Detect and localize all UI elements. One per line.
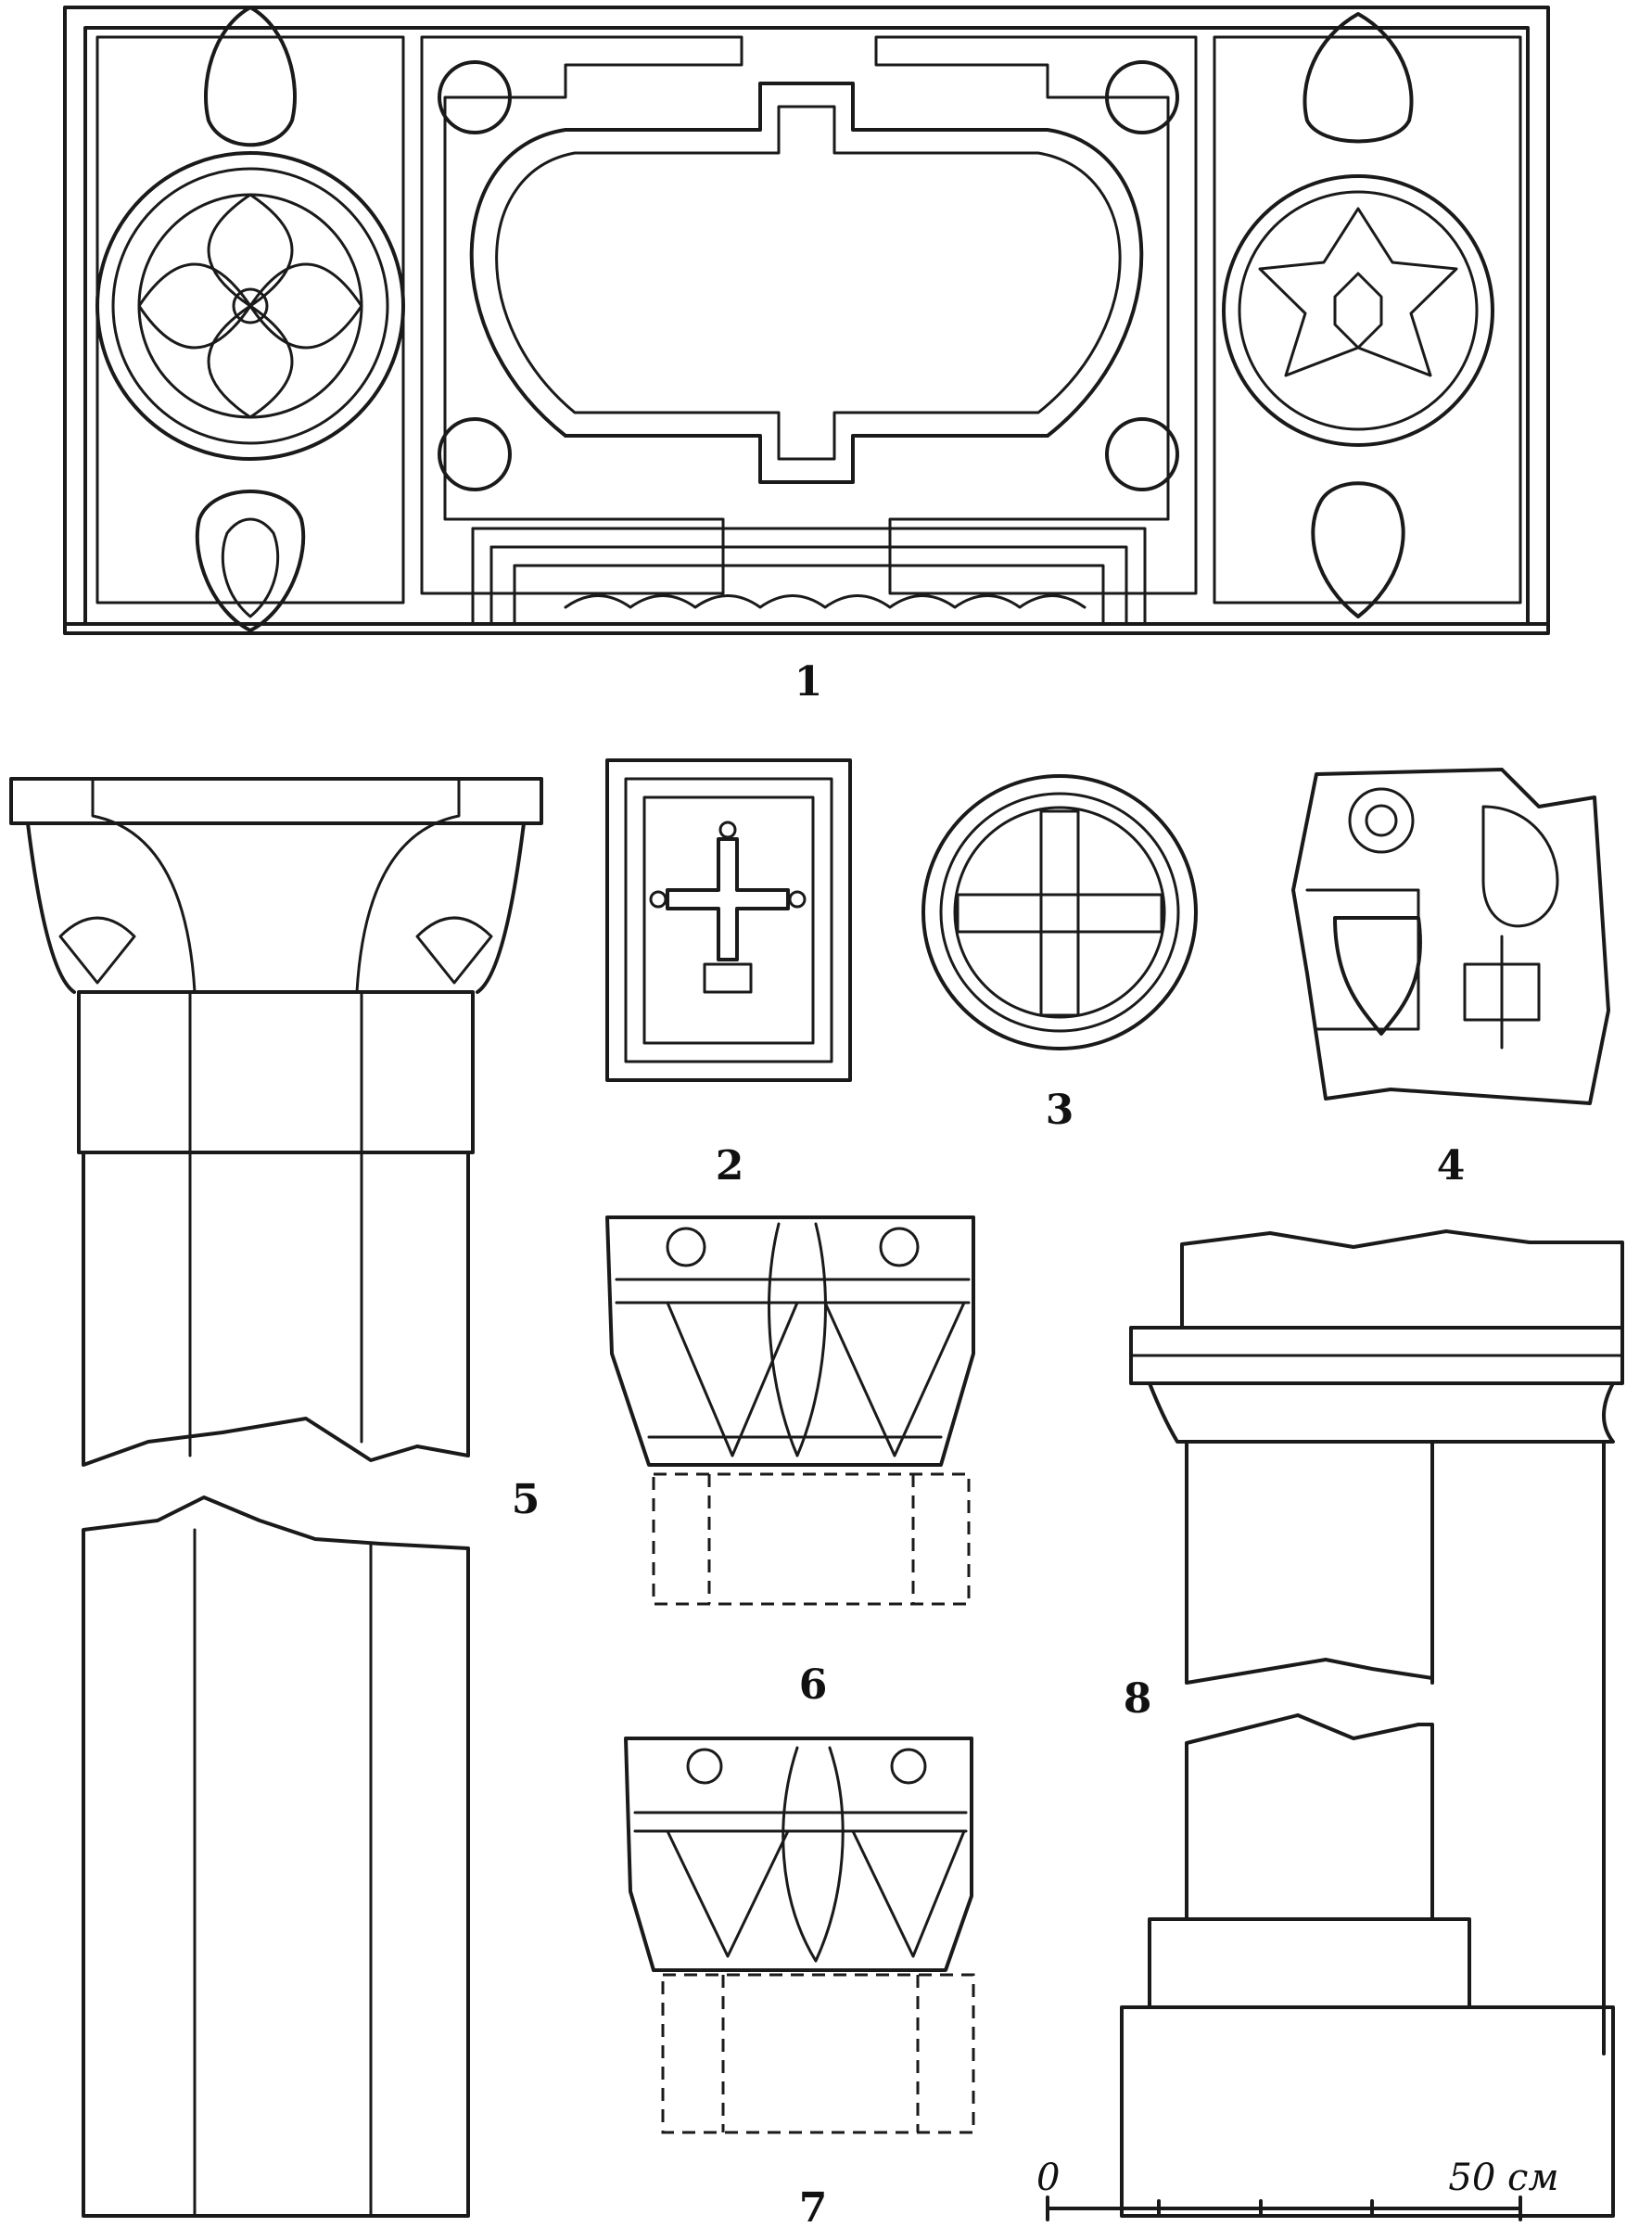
figure-number-8: 8: [1124, 1675, 1152, 1723]
figure-number-6: 6: [799, 1661, 828, 1709]
figure-2-cross-relief: [605, 758, 852, 1082]
figure-number-2: 2: [716, 1142, 744, 1190]
figure-7-capital: [624, 1737, 975, 2134]
figure-8-pier: [1120, 1229, 1624, 2218]
figure-number-7: 7: [799, 2184, 828, 2227]
figure-number-1: 1: [794, 658, 823, 706]
figure-4-relief-fragment: [1291, 768, 1610, 1105]
scale-start-label: 0: [1036, 2157, 1060, 2199]
figure-5-pillar: [9, 777, 543, 2218]
figure-1-carved-panel: [63, 6, 1550, 635]
figure-number-4: 4: [1437, 1142, 1466, 1190]
scale-bar: 0 50 см: [1036, 2157, 1559, 2221]
figure-3-round-rosette: [921, 774, 1198, 1050]
scale-end-label: 50 см: [1448, 2157, 1558, 2199]
figure-6-capital: [605, 1215, 975, 1606]
figure-number-5: 5: [512, 1476, 540, 1523]
figure-number-3: 3: [1046, 1087, 1074, 1134]
